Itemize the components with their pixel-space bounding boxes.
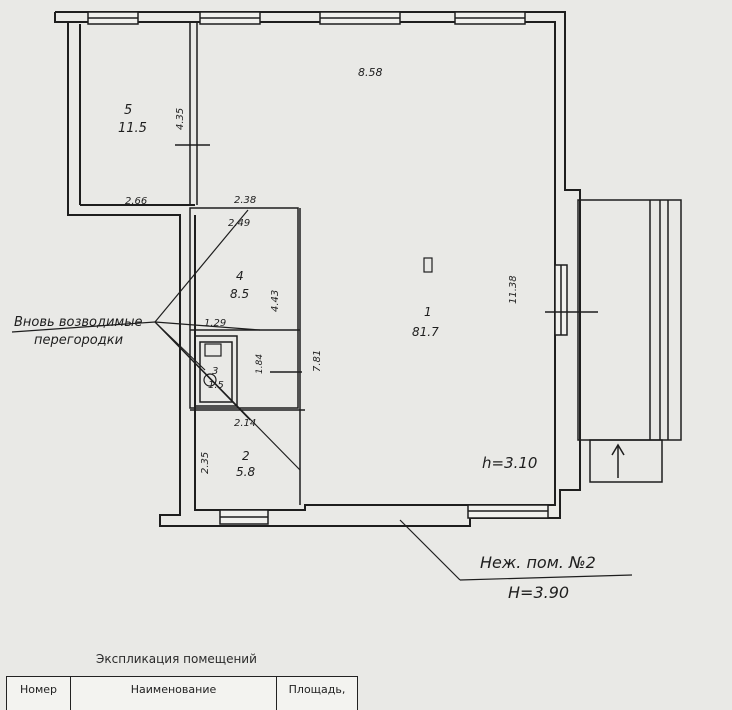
room-3-area: 1.5 xyxy=(208,380,224,391)
dim-corridor-width: 2.38 xyxy=(234,195,256,206)
room-5-area: 11.5 xyxy=(118,121,147,136)
balcony xyxy=(577,199,682,483)
dim-room5-height: 4.35 xyxy=(175,108,186,130)
nonresidential-title: Неж. пом. №2 xyxy=(480,553,596,572)
dim-room4-width: 2.49 xyxy=(228,218,250,229)
dim-partition-length: 7.81 xyxy=(312,350,323,372)
room-2-number: 2 xyxy=(242,449,250,463)
explication-header-area: Площадь, xyxy=(288,683,346,696)
leader-lines xyxy=(11,209,633,581)
fixtures xyxy=(203,257,433,387)
dim-room3-height: 1.84 xyxy=(255,354,265,374)
dim-room4-height: 4.43 xyxy=(270,290,281,312)
room-1-area: 81.7 xyxy=(412,325,439,339)
dim-room3-width: 1.29 xyxy=(204,318,226,329)
room-2-area: 5.8 xyxy=(236,465,255,479)
dim-room5-width: 2.66 xyxy=(125,196,147,207)
partitions xyxy=(175,22,598,505)
outer-walls xyxy=(54,11,581,527)
dim-room2-width: 2.14 xyxy=(234,418,256,429)
dim-room2-height: 2.35 xyxy=(200,452,211,474)
explication-header-name: Наименование xyxy=(71,677,277,710)
new-partitions-note: Вновь возводимые перегородки xyxy=(14,314,142,350)
windows xyxy=(87,11,568,525)
explication-title: Экспликация помещений xyxy=(96,652,257,666)
explication-table: Номер Наименование Площадь, xyxy=(6,676,358,710)
room-3-number: 3 xyxy=(212,366,218,377)
explication-header-number: Номер xyxy=(7,677,71,710)
dim-room1-height: 11.38 xyxy=(508,275,519,304)
room-4-area: 8.5 xyxy=(230,287,249,301)
new-partitions-line2: перегородки xyxy=(34,333,124,348)
new-partitions-line1: Вновь возводимые xyxy=(14,315,143,330)
room-1-number: 1 xyxy=(424,305,432,319)
room-5-number: 5 xyxy=(124,103,132,118)
room-4-number: 4 xyxy=(236,269,244,283)
ceiling-height: h=3.10 xyxy=(482,454,537,472)
dim-top-width: 8.58 xyxy=(358,66,383,79)
nonresidential-height: H=3.90 xyxy=(508,583,570,602)
